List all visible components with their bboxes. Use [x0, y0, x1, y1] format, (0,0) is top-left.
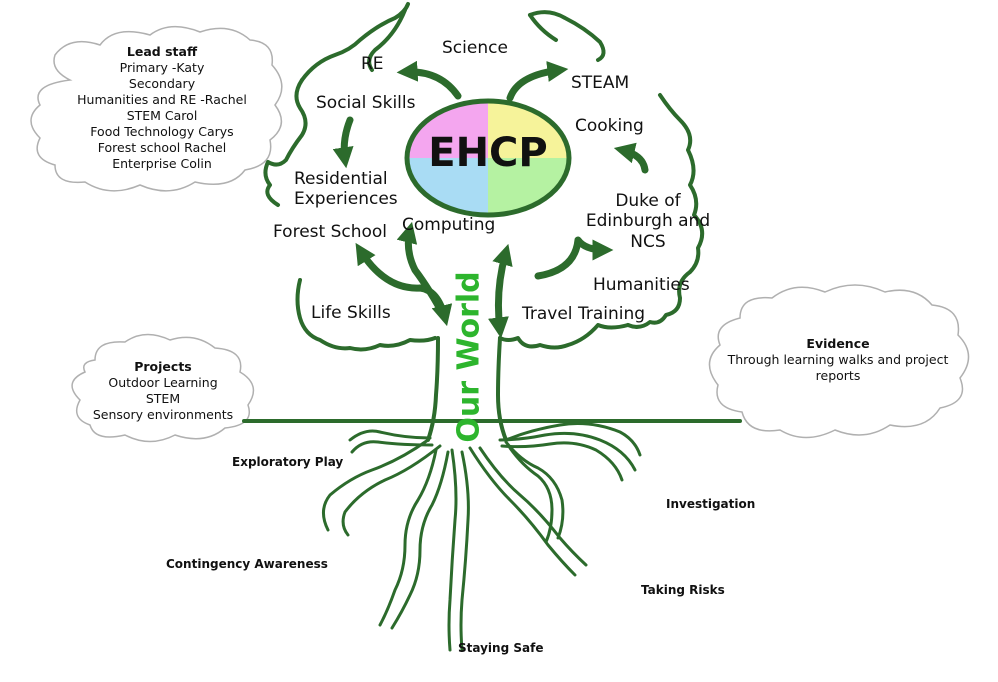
root-staying-safe: Staying Safe	[458, 641, 544, 655]
lead-staff-line: STEM Carol	[126, 108, 198, 123]
branch-humanities: Humanities	[593, 275, 690, 295]
root-taking-risks: Taking Risks	[641, 583, 725, 597]
lead-staff-line: Food Technology Carys	[90, 124, 234, 139]
root-exploratory-play: Exploratory Play	[232, 455, 344, 469]
lead-staff-text: Lead staff Primary -Katy Secondary Human…	[54, 44, 270, 172]
branch-life-skills: Life Skills	[311, 303, 391, 323]
branch-duke-of-edinburgh: Duke of Edinburgh and NCS	[578, 191, 718, 252]
projects-line: Sensory environments	[92, 407, 234, 422]
evidence-line: Through learning walks and project	[727, 352, 949, 367]
projects-line: STEM	[145, 391, 181, 406]
duke-line-1: Duke of	[615, 191, 681, 211]
duke-line-2: Edinburgh and	[585, 211, 711, 232]
branch-cooking: Cooking	[575, 116, 644, 136]
evidence-title: Evidence	[806, 336, 870, 351]
lead-staff-line: Humanities and RE -Rachel	[77, 92, 247, 107]
branch-residential-experiences: Residential Experiences	[294, 169, 398, 210]
branch-social-skills: Social Skills	[316, 93, 416, 113]
evidence-line: reports	[815, 368, 861, 383]
branch-forest-school: Forest School	[273, 222, 388, 242]
residential-line-2: Experiences	[294, 189, 398, 210]
ehcp-ellipse	[404, 98, 572, 218]
lead-staff-cloud	[30, 26, 283, 192]
branch-arrows	[332, 60, 649, 339]
roots	[322, 422, 642, 652]
duke-line-3: NCS	[630, 231, 666, 252]
projects-cloud	[71, 333, 255, 443]
lead-staff-line: Enterprise Colin	[112, 156, 212, 171]
root-investigation: Investigation	[666, 497, 756, 511]
projects-text: Projects Outdoor Learning STEM Sensory e…	[80, 359, 246, 423]
projects-line: Outdoor Learning	[108, 375, 218, 390]
branch-steam: STEAM	[571, 73, 630, 93]
lead-staff-title: Lead staff	[126, 44, 198, 59]
branch-computing: Computing	[402, 215, 496, 235]
canopy-outline	[263, 2, 705, 352]
ehcp-title: EHCP	[428, 130, 548, 176]
branch-science: Science	[442, 38, 508, 58]
branch-re: RE	[361, 54, 384, 74]
trunk	[242, 336, 742, 442]
projects-title: Projects	[134, 359, 192, 374]
evidence-text: Evidence Through learning walks and proj…	[718, 336, 958, 384]
evidence-cloud	[708, 284, 970, 439]
lead-staff-line: Secondary	[128, 76, 196, 91]
lead-staff-line: Forest school Rachel	[97, 140, 227, 155]
lead-staff-line: Primary -Katy	[119, 60, 205, 75]
residential-line-1: Residential	[294, 169, 388, 189]
branch-travel-training: Travel Training	[522, 304, 646, 324]
root-contingency-awareness: Contingency Awareness	[166, 557, 328, 571]
